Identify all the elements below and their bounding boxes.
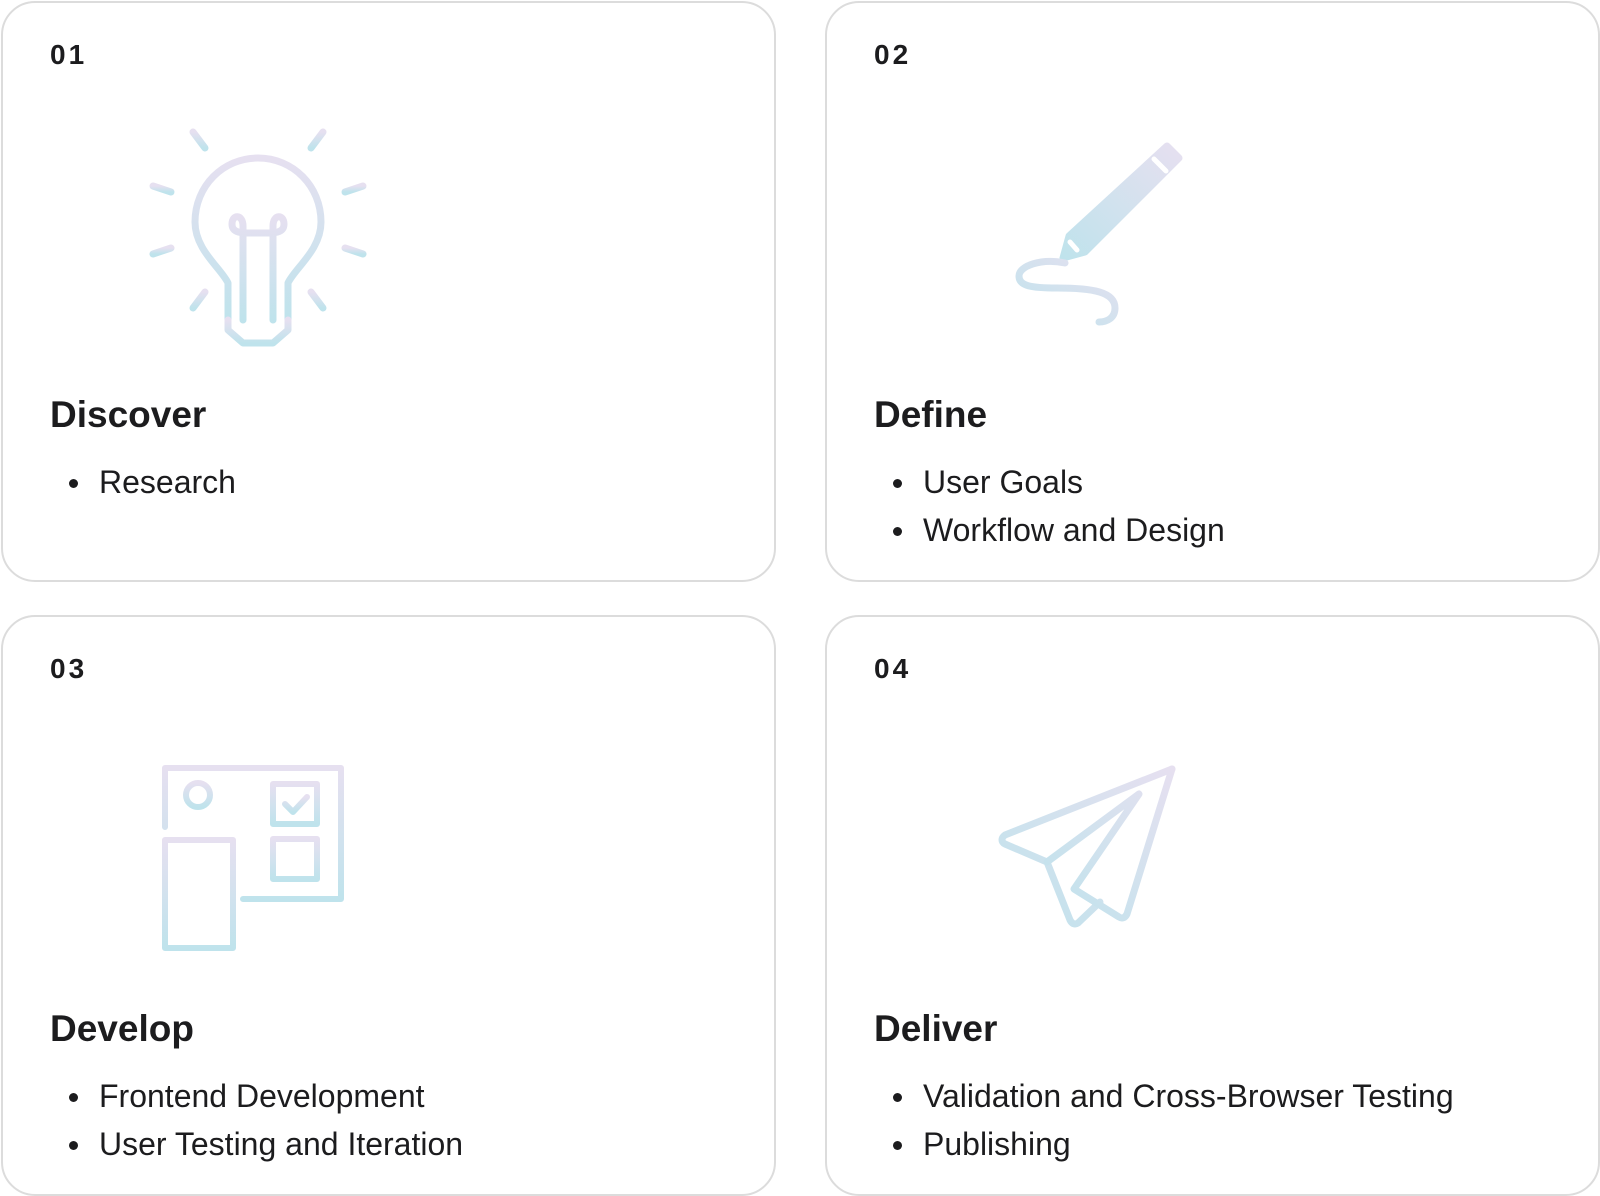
list-item: Publishing — [874, 1120, 1454, 1168]
step-title: Develop — [50, 1008, 194, 1049]
step-number: 03 — [50, 653, 88, 684]
step-title: Deliver — [874, 1008, 998, 1049]
step-items-list: Research — [50, 458, 236, 506]
list-item: User Testing and Iteration — [50, 1120, 463, 1168]
list-item: Research — [50, 458, 236, 506]
step-title: Discover — [50, 394, 207, 435]
step-card-discover: 01 — [1, 1, 776, 582]
step-title: Define — [874, 394, 988, 435]
step-number: 02 — [874, 39, 912, 70]
pencil-icon — [957, 98, 1217, 368]
step-items-list: User Goals Workflow and Design — [874, 458, 1225, 554]
list-item: Frontend Development — [50, 1072, 463, 1120]
list-item: User Goals — [874, 458, 1225, 506]
step-items-list: Validation and Cross-Browser Testing Pub… — [874, 1072, 1454, 1168]
list-item: Validation and Cross-Browser Testing — [874, 1072, 1454, 1120]
step-card-develop: 03 — [1, 615, 776, 1196]
development-board-icon — [133, 712, 393, 982]
paper-plane-icon — [957, 712, 1217, 982]
step-number: 04 — [874, 653, 912, 684]
lightbulb-icon — [133, 98, 393, 368]
step-number: 01 — [50, 39, 88, 70]
step-card-define: 02 Define User Goals Workfl — [825, 1, 1600, 582]
step-card-deliver: 04 Deliver Validation and Cross-Browser … — [825, 615, 1600, 1196]
list-item: Workflow and Design — [874, 506, 1225, 554]
step-items-list: Frontend Development User Testing and It… — [50, 1072, 463, 1168]
